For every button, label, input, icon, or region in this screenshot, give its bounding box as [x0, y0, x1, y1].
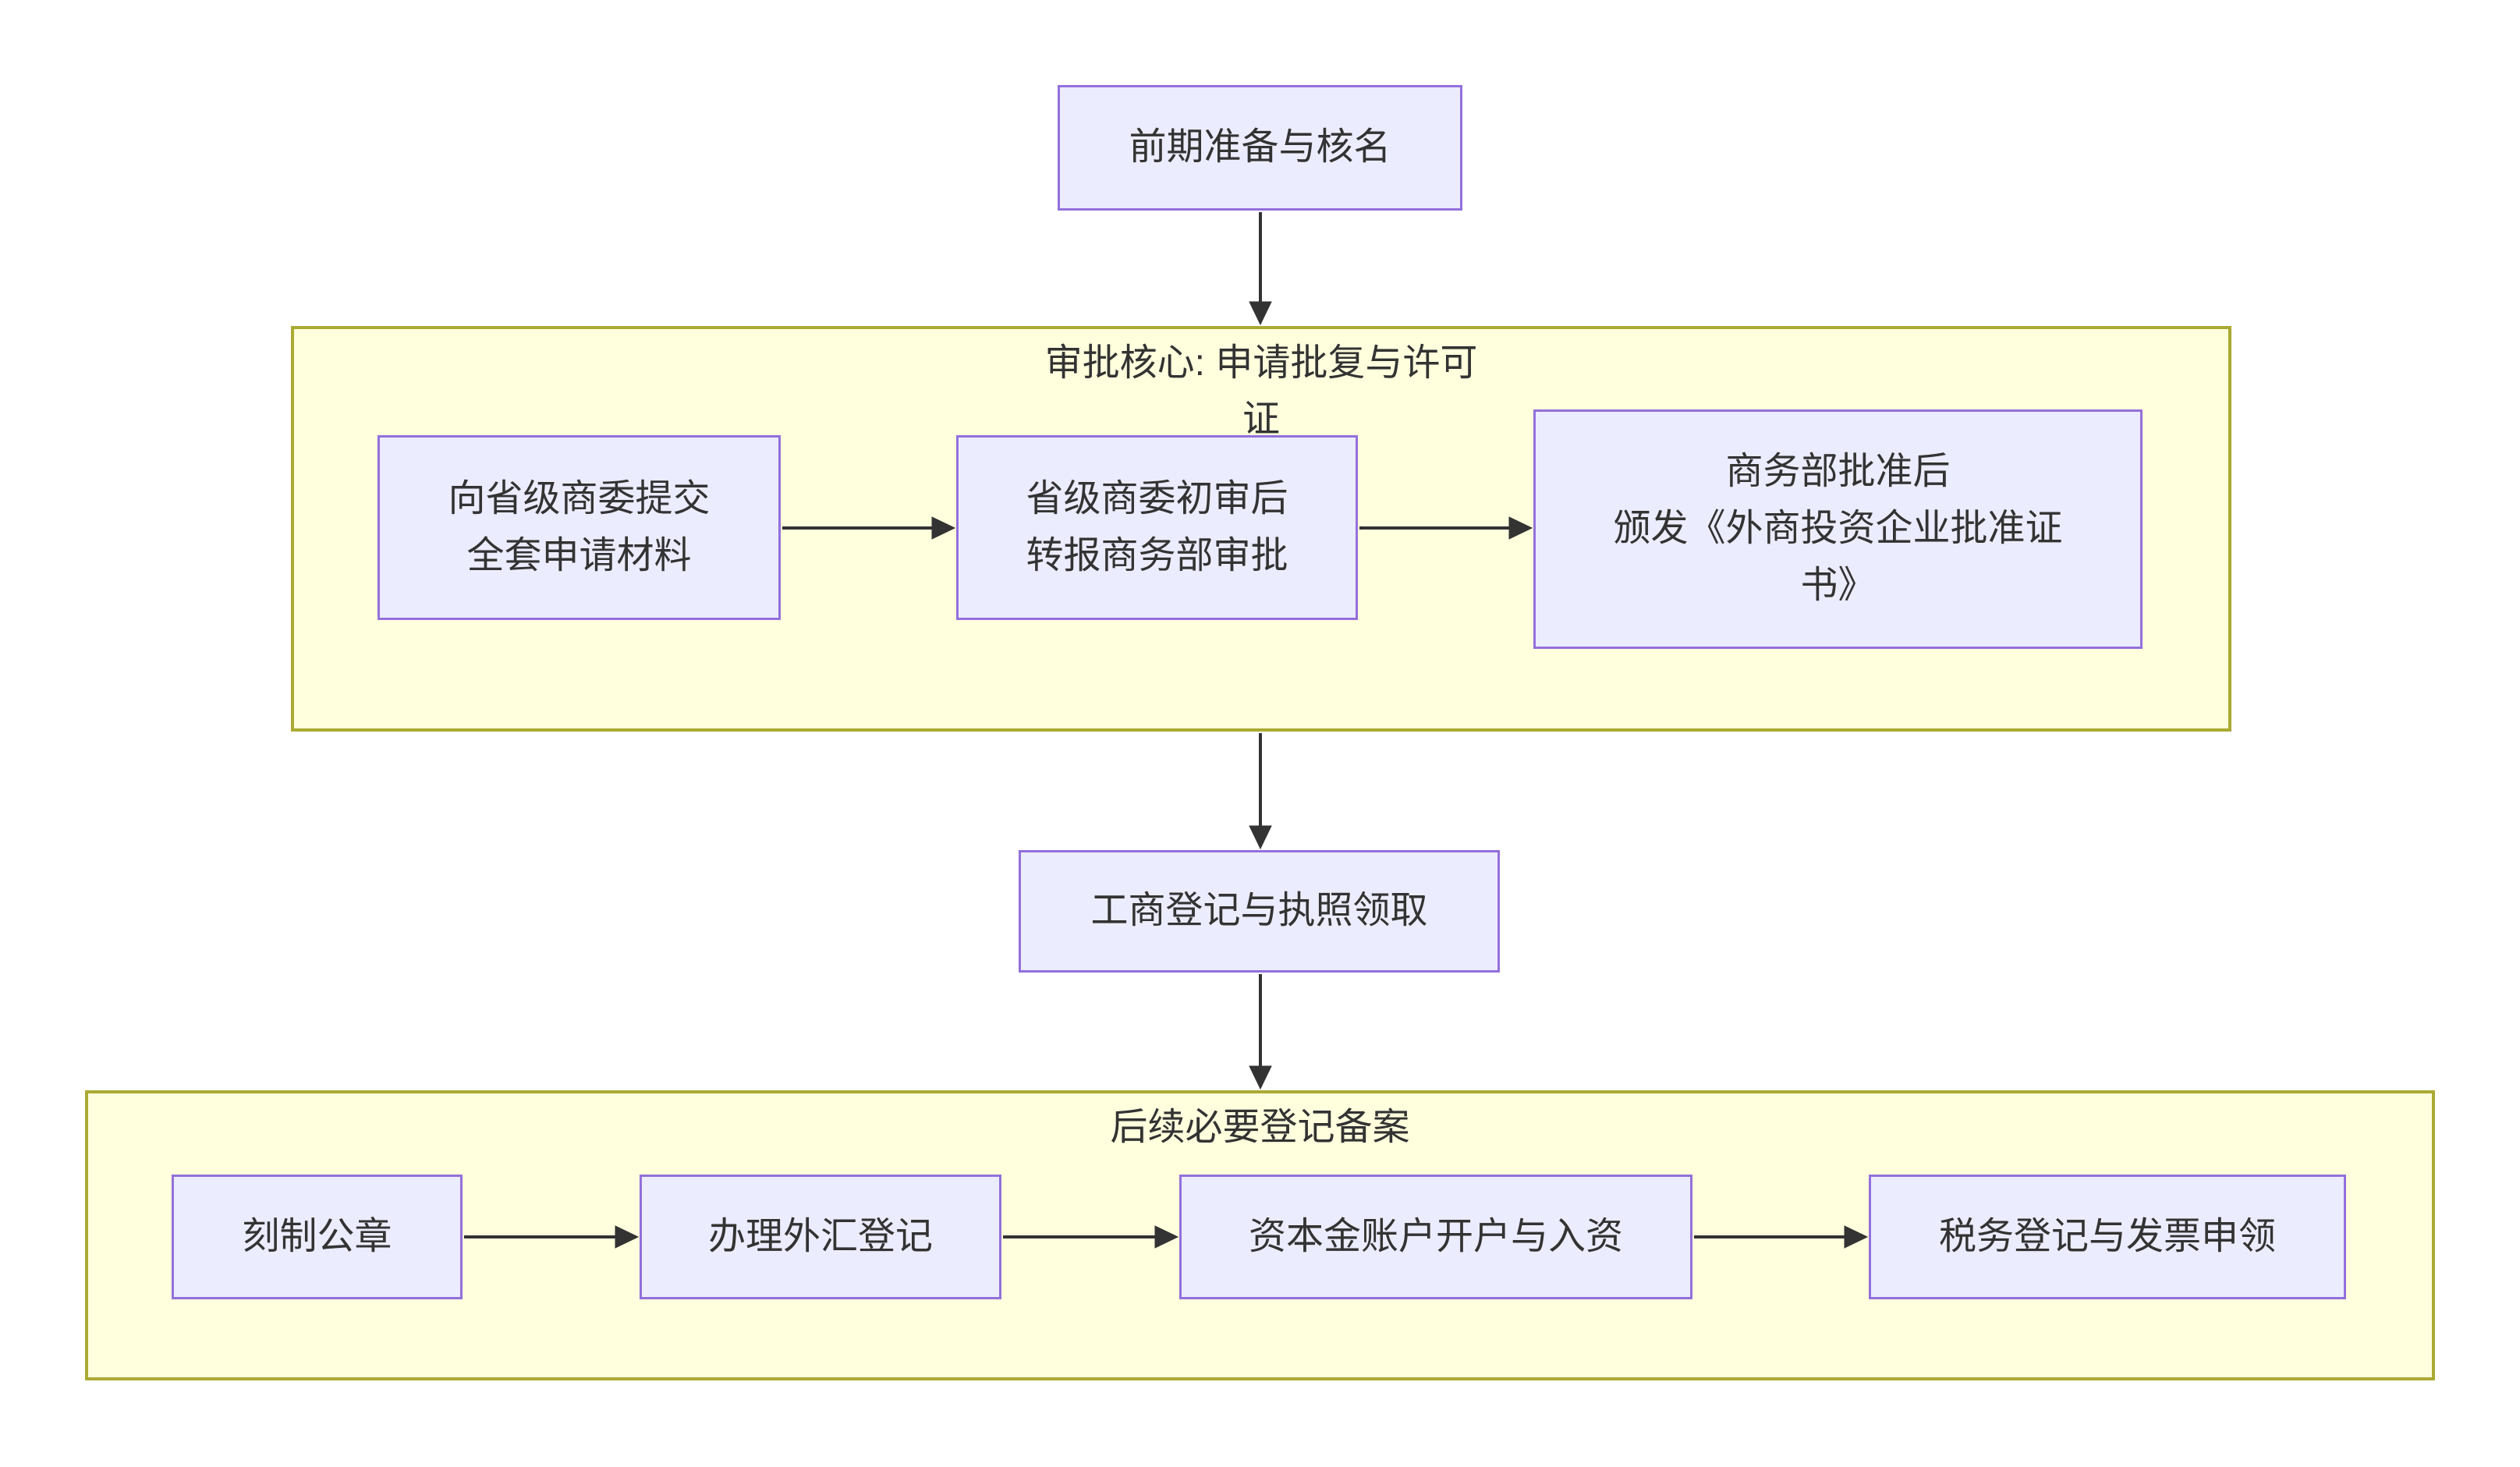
- node-capital-account: 资本金账户开户与入资: [1179, 1175, 1692, 1299]
- node-business-license: 工商登记与执照领取: [1019, 850, 1500, 973]
- node-mofcom-certificate: 商务部批准后 颁发《外商投资企业批准证 书》: [1533, 409, 2143, 649]
- node-preparation: 前期准备与核名: [1058, 85, 1462, 211]
- followup-cluster-title: 后续必要登记备案: [1110, 1107, 1410, 1148]
- node-tax-registration: 税务登记与发票申领: [1869, 1175, 2346, 1299]
- arrow-transfer-to-certificate: [1359, 516, 1533, 540]
- arrow-forex-to-capital: [1003, 1225, 1179, 1249]
- arrow-submit-to-transfer: [782, 516, 956, 540]
- node-forex-registration: 办理外汇登记: [640, 1175, 1001, 1299]
- node-submit-materials: 向省级商委提交 全套申请材料: [377, 435, 781, 620]
- arrow-start-to-approval-cluster: [1249, 212, 1272, 326]
- arrow-license-to-followup-cluster: [1249, 974, 1272, 1090]
- arrow-approval-cluster-to-license: [1249, 733, 1272, 850]
- approval-cluster-title: 审批核心: 申请批复与许可 证: [1044, 342, 1478, 440]
- arrow-capital-to-tax: [1694, 1225, 1869, 1249]
- node-seal-carving: 刻制公章: [172, 1175, 463, 1299]
- node-provincial-review: 省级商委初审后 转报商务部审批: [956, 435, 1358, 620]
- arrow-seal-to-forex: [464, 1225, 640, 1249]
